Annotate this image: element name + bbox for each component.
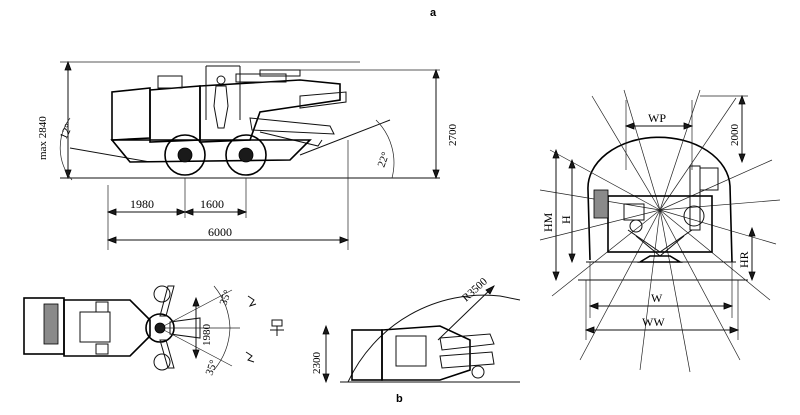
panel-label-a: a [430,7,437,19]
hm-label: HM [541,212,555,232]
rig-wheels [164,134,267,176]
top-width-label: 1980 [201,324,213,347]
rig-front-body [593,165,719,263]
top-view: 35° 35° 1980 [23,285,284,377]
rear-angle-label: 22° [376,150,393,169]
max-height-label: max 2840 [37,116,49,160]
coverage-view: 2300 R3500 [311,275,521,384]
total-length-label: 6000 [208,225,232,239]
panel-label-b: b [396,393,403,405]
side-view: max 2840 2700 12° 22° [37,60,459,250]
coverage-height-label: 2300 [311,352,323,375]
ww-label: WW [642,315,665,329]
wp-label: WP [648,111,666,125]
height-label: 2700 [447,124,459,147]
wheelbase-rear-label: 1600 [200,197,224,211]
lower-swing-angle-label: 35° [204,358,221,377]
upper-swing-angle-label: 35° [218,288,235,307]
hr-label: HR [737,251,751,268]
front-angle-label: 12° [58,122,75,141]
w-label: W [651,291,663,305]
dim-2000-label: 2000 [729,124,741,147]
h-label: H [559,215,573,224]
rig-side-body [110,65,347,163]
wheelbase-front-label: 1980 [130,197,154,211]
front-view: WP 2000 HM H HR [539,89,781,373]
